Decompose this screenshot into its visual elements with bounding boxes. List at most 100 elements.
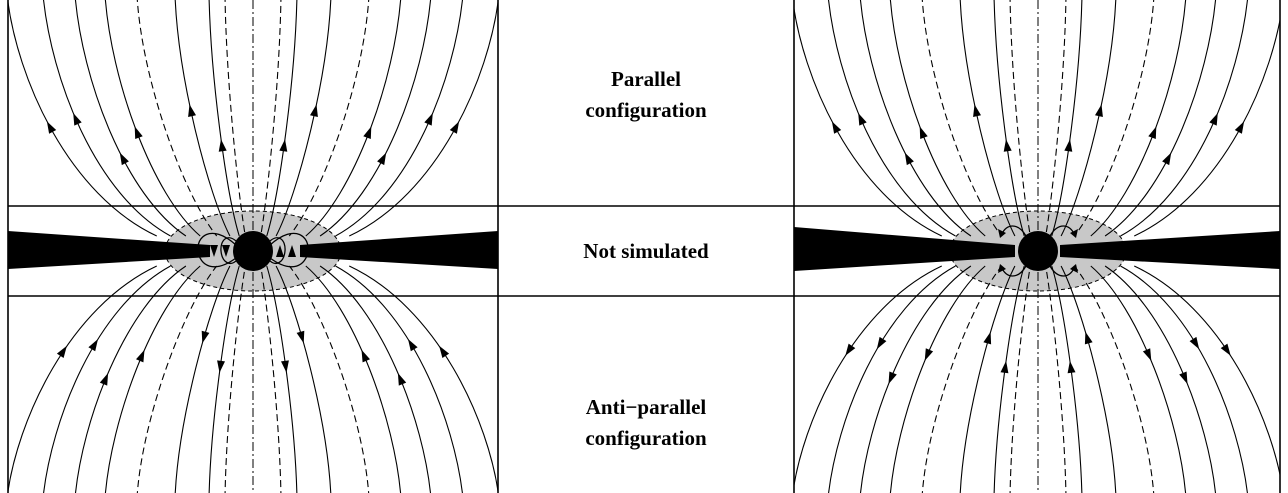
dashed-field-line [288, 265, 370, 493]
field-arrowhead [1209, 113, 1218, 126]
field-line [959, 0, 1016, 237]
field-line [1134, 265, 1280, 478]
field-line [275, 0, 332, 237]
field-arrowhead [1234, 121, 1245, 134]
field-line [305, 0, 402, 237]
field-arrowhead [424, 113, 433, 126]
dashed-field-line [1009, 265, 1031, 493]
field-line [993, 265, 1025, 493]
field-arrowhead [1189, 336, 1200, 350]
antiparallel-label-line1: Anti−parallel [586, 395, 707, 419]
right-panel-antiparallel [794, 0, 1280, 493]
field-line [43, 0, 171, 237]
field-line [859, 0, 972, 237]
center-labels: Parallel configuration Not simulated Ant… [583, 67, 709, 450]
dashed-field-line [1045, 265, 1067, 493]
dashed-field-line [136, 0, 218, 237]
field-line [889, 0, 986, 237]
dashed-field-line [288, 0, 370, 237]
field-arrowhead [276, 245, 284, 257]
field-arrowhead [136, 349, 145, 363]
field-arrowhead [831, 121, 842, 134]
not-simulated-label: Not simulated [583, 239, 709, 263]
field-line [889, 265, 986, 493]
arc-arrowheads [998, 229, 1078, 273]
field-arrowhead [1095, 104, 1103, 117]
field-line [794, 265, 942, 489]
field-line [174, 265, 231, 493]
dashed-field-line [260, 0, 282, 237]
field-arrowhead [222, 245, 230, 257]
field-line [104, 265, 201, 493]
field-line [959, 265, 1016, 493]
field-arrowhead [1179, 371, 1188, 385]
field-line [208, 265, 240, 493]
field-arrowhead [210, 245, 218, 257]
dashed-field-line [921, 0, 1003, 237]
field-arrowhead [1000, 360, 1009, 374]
field-arrowhead [888, 371, 897, 385]
field-line [1090, 265, 1187, 493]
field-arrowhead [449, 121, 460, 134]
field-arrowhead [1064, 139, 1073, 152]
field-arrowhead [134, 126, 143, 139]
field-line [993, 0, 1025, 237]
field-line [1060, 265, 1117, 493]
field-line [1120, 265, 1248, 493]
field-arrowhead [281, 360, 289, 373]
field-arrowhead [876, 336, 887, 350]
dashed-field-line [224, 265, 246, 493]
dashed-field-line [224, 0, 246, 237]
field-line [1120, 0, 1248, 237]
field-line [174, 0, 231, 237]
field-arrowhead [99, 373, 109, 386]
accretion-disk-left [8, 231, 210, 269]
field-arrowhead [119, 152, 129, 166]
dashed-field-line [260, 265, 282, 493]
closed-field-loops [197, 232, 309, 268]
field-arrowhead [56, 345, 67, 358]
field-arrowhead [845, 343, 856, 356]
field-line [860, 265, 972, 493]
field-line [319, 265, 431, 493]
parallel-label-line2: configuration [585, 98, 707, 122]
field-line [104, 0, 201, 237]
field-arrowhead [201, 330, 210, 344]
field-arrowhead [288, 245, 296, 257]
field-arrowhead [46, 121, 57, 134]
field-arrowhead [408, 339, 418, 352]
field-line [1090, 0, 1187, 237]
field-lines [794, 0, 1280, 493]
field-line [794, 5, 942, 237]
accretion-disk-right [1060, 231, 1280, 269]
field-arrowhead [188, 104, 196, 117]
field-arrowhead [296, 330, 305, 344]
field-line [349, 0, 498, 237]
field-arrowhead [1220, 343, 1231, 356]
field-line [8, 0, 157, 237]
field-line [43, 265, 171, 493]
field-line [1051, 0, 1083, 237]
field-line [828, 265, 956, 493]
field-arrowhead [983, 331, 992, 345]
left-panel-parallel [8, 0, 498, 493]
loop-arrows [210, 245, 296, 257]
field-arrowhead [217, 360, 225, 373]
field-arrowhead [858, 113, 867, 126]
central-star [233, 231, 273, 271]
field-line [349, 265, 498, 493]
field-line [1104, 265, 1216, 493]
field-arrowhead [1162, 152, 1172, 166]
field-line [275, 265, 332, 493]
dashed-field-line [1073, 0, 1155, 237]
dashed-field-line [1073, 265, 1155, 493]
field-arrowhead [73, 113, 82, 126]
field-line [305, 265, 402, 493]
field-line [1104, 0, 1217, 237]
field-arrowhead [377, 152, 387, 166]
field-lines [8, 0, 498, 493]
field-arrowhead [924, 348, 934, 361]
field-arrowhead [1067, 360, 1076, 374]
field-line [828, 0, 956, 237]
field-line [1060, 0, 1117, 237]
